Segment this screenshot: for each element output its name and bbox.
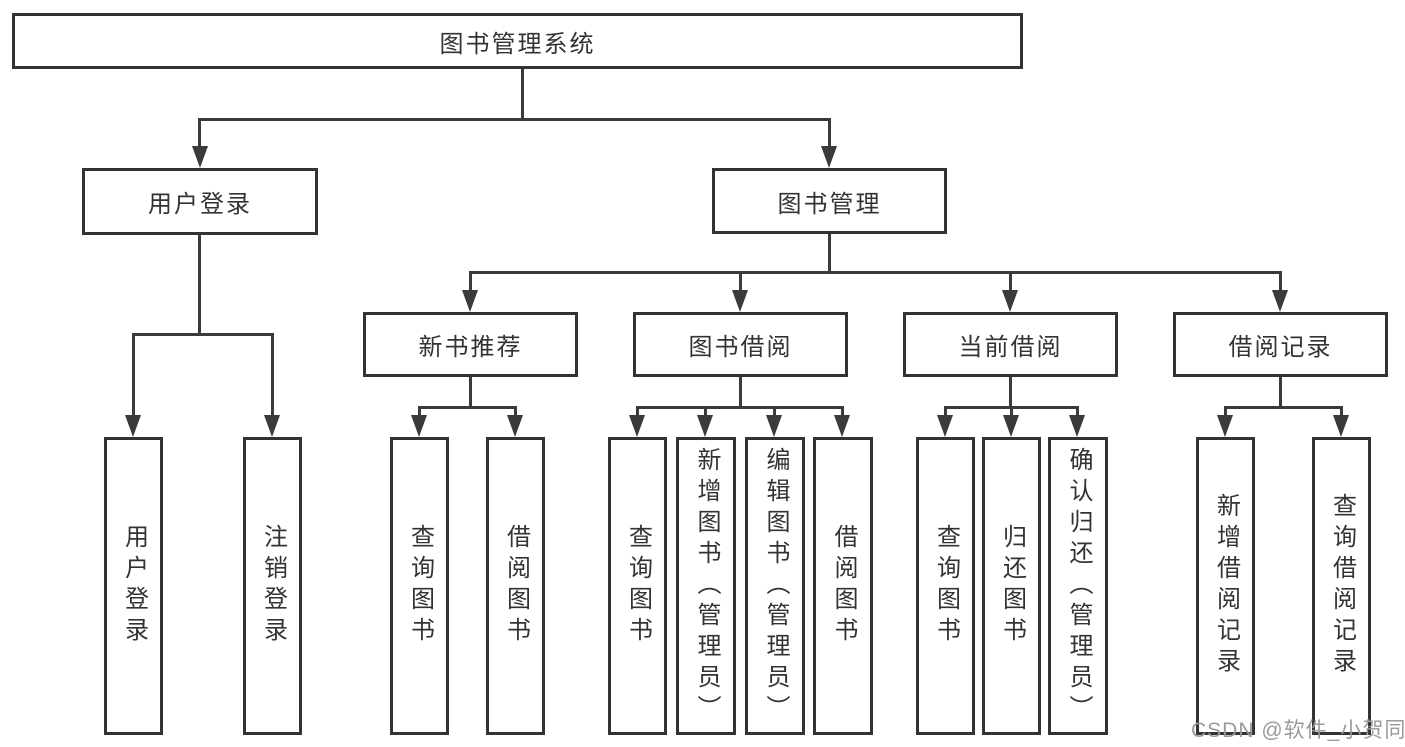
connector-new-book-stem — [469, 377, 472, 409]
arrow-down-icon — [834, 415, 850, 437]
arrow-down-icon — [697, 415, 713, 437]
node-query-borrow-record: 查询借阅记录 — [1312, 437, 1371, 735]
node-add-book-admin: 新增图书（管理员） — [676, 437, 736, 735]
node-user-login: 用户登录 — [82, 168, 318, 235]
connector-borrow-record-bus — [1224, 406, 1342, 409]
arrow-down-icon — [1002, 290, 1018, 312]
arrow-down-icon — [411, 415, 427, 437]
node-library-management-system: 图书管理系统 — [12, 13, 1023, 69]
connector-book-management-stem — [828, 234, 831, 274]
arrow-down-icon — [821, 146, 837, 168]
connector-leaf-stub — [1224, 406, 1227, 417]
connector-login-leaf-stub — [132, 333, 135, 417]
connector-current-borrow-stem — [1009, 377, 1012, 409]
node-new-book-recommendation: 新书推荐 — [363, 312, 578, 377]
connector-book-borrow-stub — [739, 271, 742, 292]
node-borrowing-records: 借阅记录 — [1173, 312, 1388, 377]
arrow-down-icon — [1069, 415, 1085, 437]
node-book-management: 图书管理 — [712, 168, 947, 234]
connector-user-login-stem — [198, 235, 201, 335]
node-return-book: 归还图书 — [982, 437, 1041, 735]
connector-leaf-stub — [944, 406, 947, 417]
node-user-login-leaf: 用户登录 — [104, 437, 163, 735]
arrow-down-icon — [507, 415, 523, 437]
node-borrow-books-recommend: 借阅图书 — [486, 437, 545, 735]
node-current-borrowing: 当前借阅 — [903, 312, 1118, 377]
node-confirm-return-admin: 确认归还（管理员） — [1048, 437, 1108, 735]
connector-logout-leaf-stub — [271, 333, 274, 417]
connector-leaf-stub — [1010, 406, 1013, 417]
node-query-books-current: 查询图书 — [916, 437, 975, 735]
node-query-books-recommend: 查询图书 — [390, 437, 449, 735]
arrow-down-icon — [192, 146, 208, 168]
connector-user-login-stub — [198, 118, 201, 148]
connector-book-borrow-stem — [739, 377, 742, 409]
arrow-down-icon — [937, 415, 953, 437]
connector-leaf-stub — [773, 406, 776, 417]
arrow-down-icon — [732, 290, 748, 312]
connector-leaf-stub — [514, 406, 517, 417]
node-add-borrow-record: 新增借阅记录 — [1196, 437, 1255, 735]
connector-leaf-stub — [418, 406, 421, 417]
connector-new-book-stub — [469, 271, 472, 292]
arrow-down-icon — [1272, 290, 1288, 312]
connector-current-borrow-stub — [1009, 271, 1012, 292]
node-book-borrowing: 图书借阅 — [633, 312, 848, 377]
node-edit-book-admin: 编辑图书（管理员） — [745, 437, 805, 735]
arrow-down-icon — [1003, 415, 1019, 437]
connector-book-borrow-bus — [636, 406, 844, 409]
node-borrow-books: 借阅图书 — [813, 437, 873, 735]
arrow-down-icon — [1333, 415, 1349, 437]
arrow-down-icon — [125, 415, 141, 437]
connector-borrow-record-stem — [1279, 377, 1282, 409]
node-logout: 注销登录 — [243, 437, 302, 735]
arrow-down-icon — [1217, 415, 1233, 437]
arrow-down-icon — [766, 415, 782, 437]
node-query-books-borrowing: 查询图书 — [608, 437, 667, 735]
connector-book-management-stub — [828, 118, 831, 148]
arrow-down-icon — [462, 290, 478, 312]
connector-level3-bus — [469, 271, 1282, 274]
connector-new-book-bus — [418, 406, 517, 409]
connector-leaf-stub — [1340, 406, 1343, 417]
connector-leaf-stub — [636, 406, 639, 417]
csdn-watermark: CSDN @软件_小贺同学 — [1191, 719, 1405, 742]
connector-leaf-stub — [841, 406, 844, 417]
connector-leaf-stub — [1076, 406, 1079, 417]
connector-root-bus — [198, 118, 830, 121]
connector-borrow-record-stub — [1279, 271, 1282, 292]
connector-root-stem — [521, 69, 524, 120]
connector-user-login-bus — [132, 333, 274, 336]
arrow-down-icon — [264, 415, 280, 437]
arrow-down-icon — [629, 415, 645, 437]
connector-leaf-stub — [704, 406, 707, 417]
